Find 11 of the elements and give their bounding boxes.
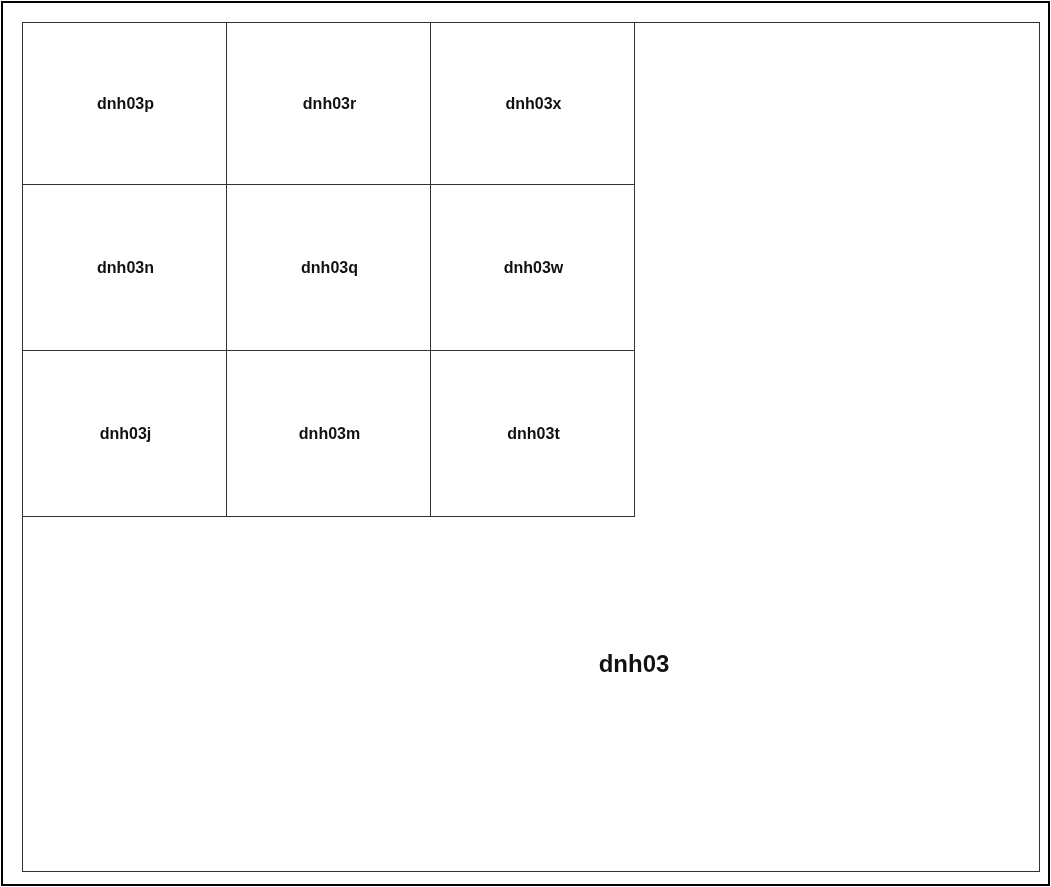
cell-label: dnh03t bbox=[507, 424, 560, 443]
cell-label: dnh03r bbox=[302, 94, 357, 113]
cell-label: dnh03q bbox=[301, 258, 358, 277]
cell-label: dnh03n bbox=[97, 258, 154, 277]
cell-label: dnh03j bbox=[99, 424, 152, 443]
cell-label: dnh03w bbox=[503, 258, 564, 277]
cell-label: dnh03p bbox=[97, 94, 154, 113]
container-label: dnh03 bbox=[598, 650, 670, 678]
cell-label: dnh03x bbox=[505, 94, 562, 113]
cell-label: dnh03m bbox=[298, 424, 361, 443]
grid-cell-box bbox=[430, 350, 635, 517]
